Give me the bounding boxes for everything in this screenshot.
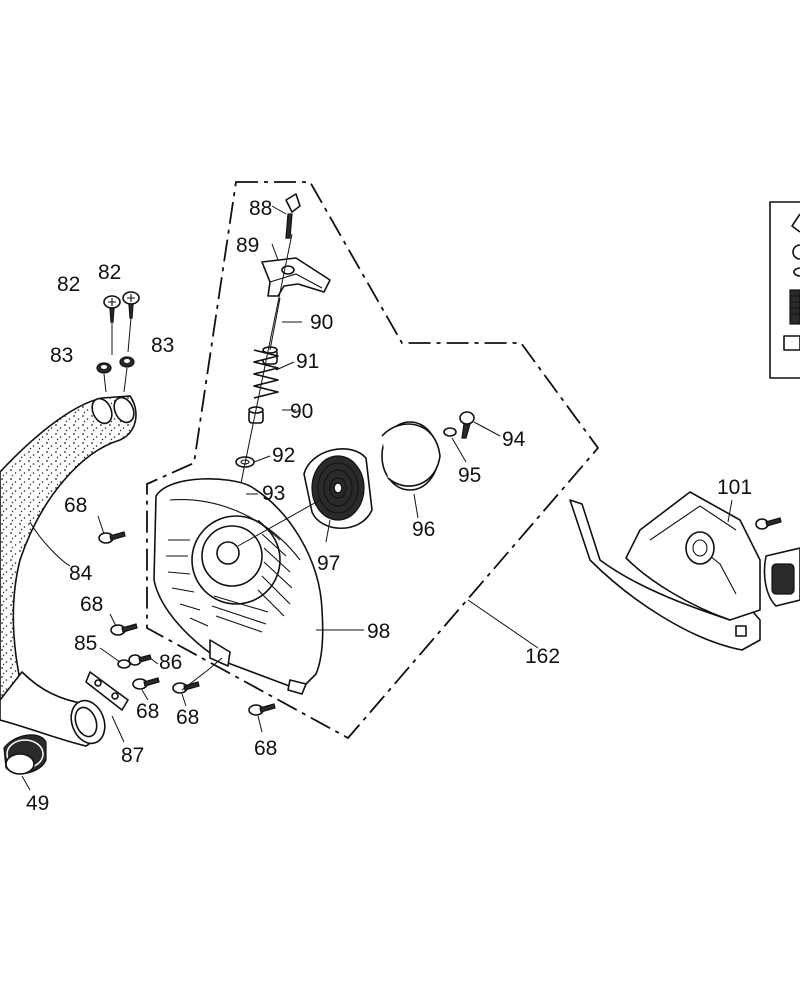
screw-82a (103, 295, 121, 323)
clutch-cover-101 (569, 491, 800, 651)
callout-90-upper: 90 (310, 311, 333, 334)
callout-98: 98 (367, 620, 390, 643)
recoil-spring-97 (303, 448, 373, 530)
washer-85 (117, 659, 131, 669)
screw-68-low-left (132, 677, 160, 690)
callout-91: 91 (296, 350, 319, 373)
callout-96: 96 (412, 518, 435, 541)
screw-68-bottom (248, 703, 276, 716)
rubber-mount-49 (3, 734, 47, 775)
handle-bar-84 (0, 395, 137, 747)
callout-68-low-left: 68 (136, 700, 159, 723)
screw-94 (459, 411, 475, 439)
pin-88 (285, 193, 301, 239)
washer-83b (119, 356, 135, 368)
spring-91 (253, 349, 279, 399)
callout-94: 94 (502, 428, 526, 451)
screw-86 (128, 654, 152, 666)
callout-82b: 82 (98, 261, 121, 284)
callout-97: 97 (317, 552, 340, 575)
inset-box (769, 201, 800, 379)
screw-68-upper (98, 531, 126, 544)
washer-83a (96, 362, 112, 374)
callout-93: 93 (262, 482, 285, 505)
callout-49: 49 (26, 792, 49, 815)
screw-82b (122, 291, 140, 319)
bracket-87 (85, 671, 129, 711)
callout-85: 85 (74, 632, 97, 655)
kit-162-outline (146, 181, 600, 740)
callout-101: 101 (717, 476, 752, 499)
callout-90-lower: 90 (290, 400, 313, 423)
callout-89: 89 (236, 234, 259, 257)
callout-83a: 83 (50, 344, 73, 367)
callout-68-bottom: 68 (254, 737, 277, 760)
callout-86: 86 (159, 651, 182, 674)
callout-88: 88 (249, 197, 272, 220)
starter-handle-89 (261, 257, 331, 297)
callout-87: 87 (121, 744, 144, 767)
washer-95 (443, 427, 457, 437)
callout-162: 162 (525, 645, 560, 668)
callout-84: 84 (69, 562, 93, 585)
screw-68-mid (110, 623, 138, 636)
callout-68-mid: 68 (80, 593, 103, 616)
pulley-96 (381, 421, 441, 491)
callout-68-upper: 68 (64, 494, 87, 517)
callout-92: 92 (272, 444, 295, 467)
callout-68-low-right: 68 (176, 706, 199, 729)
callout-83b: 83 (151, 334, 174, 357)
callout-95: 95 (458, 464, 481, 487)
screw-68-low-right (172, 681, 200, 694)
callout-82a: 82 (57, 273, 80, 296)
starter-cover-98 (153, 478, 324, 695)
